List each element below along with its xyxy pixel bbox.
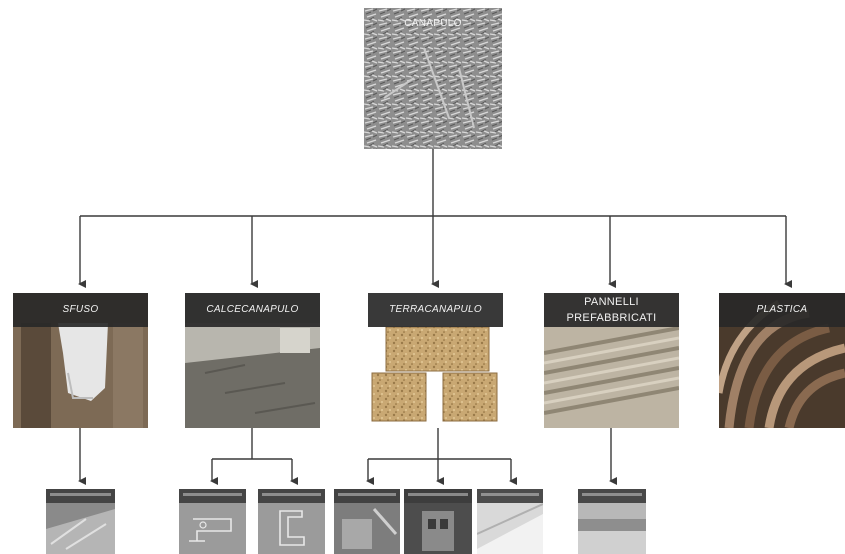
loose-fill-photo: [46, 489, 115, 554]
node-plastica-label: PLASTICA: [756, 304, 808, 315]
hemp-shiv-texture-image: [364, 8, 502, 149]
subnode-terra-panel-label-bar: [477, 489, 543, 503]
node-sfuso-label: SFUSO: [62, 304, 99, 315]
node-terracanapulo-label: TERRACANAPULO: [389, 304, 482, 315]
subnode-terra-plaster-caption: [338, 493, 396, 496]
node-calcecanapulo-label: CALCECANAPULO: [206, 304, 299, 315]
subnode-terra-block-label-bar: [404, 489, 472, 503]
subnode-pannelli-caption: [582, 493, 642, 496]
subnode-calce-wall: [179, 489, 246, 554]
node-pannelli-label: PANNELLI PREFABBRICATI: [566, 296, 657, 324]
subnode-terra-block: [404, 489, 472, 554]
subnode-sfuso-caption: [50, 493, 111, 496]
node-pannelli-prefabbricati: PANNELLI PREFABBRICATI: [544, 293, 679, 428]
node-sfuso-label-bar: [13, 293, 148, 327]
node-terracanapulo-label-bar: [368, 293, 503, 327]
subnode-calce-floor-caption: [262, 493, 321, 496]
subnode-calce-wall-caption: [183, 493, 242, 496]
subnode-calce-wall-label-bar: [179, 489, 246, 503]
node-pannelli-label-bar: [544, 293, 679, 327]
node-calcecanapulo: CALCECANAPULO: [185, 293, 320, 428]
subnode-terra-plaster-label-bar: [334, 489, 400, 503]
node-sfuso: SFUSO: [13, 293, 148, 428]
subnode-terra-panel: [477, 489, 543, 554]
subnode-pannelli-label-bar: [578, 489, 646, 503]
subnode-terra-plaster: [334, 489, 400, 554]
node-plastica-label-bar: [719, 293, 845, 327]
node-plastica: PLASTICA: [719, 293, 845, 428]
node-terracanapulo: TERRACANAPULO: [368, 293, 503, 428]
subnode-pannelli-insulation: [578, 489, 646, 554]
subnode-sfuso: [46, 489, 115, 554]
subnode-calce-floor-label-bar: [258, 489, 325, 503]
subnode-terra-panel-caption: [481, 493, 539, 496]
subnode-calce-floor: [258, 489, 325, 554]
node-canapulo: CANAPULO: [364, 8, 502, 149]
node-canapulo-label: CANAPULO: [404, 18, 462, 29]
subnode-terra-block-caption: [408, 493, 468, 496]
node-calcecanapulo-label-bar: [185, 293, 320, 327]
subnode-sfuso-label-bar: [46, 489, 115, 503]
